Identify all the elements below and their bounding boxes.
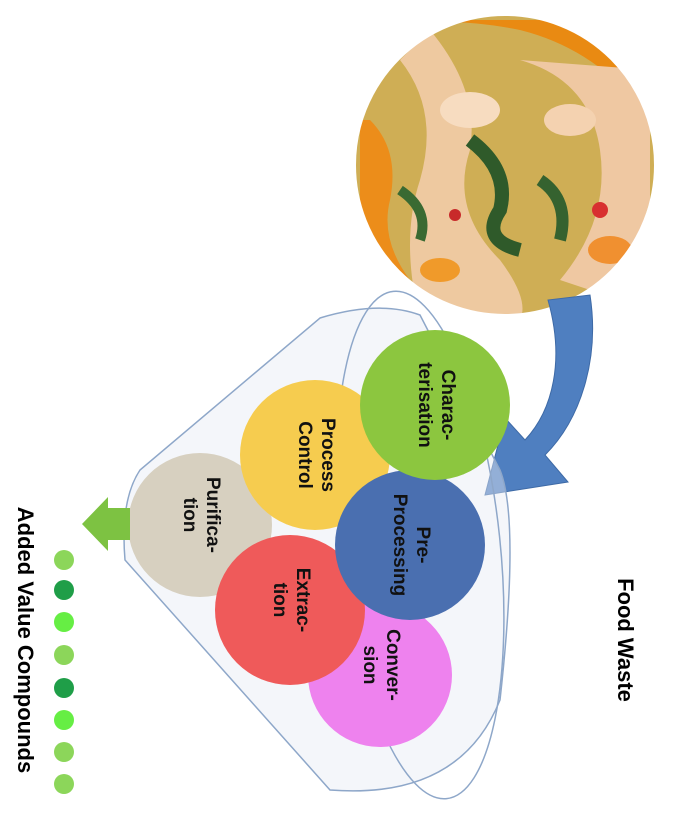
added-value-compounds-title: Added Value Compounds xyxy=(13,507,38,773)
label-process-control-2: Control xyxy=(294,421,315,489)
input-arrow-icon xyxy=(484,294,593,496)
step-circle-pre-processing xyxy=(335,470,485,620)
label-purification-2: tion xyxy=(179,498,200,533)
label-conversion-1: Conver- xyxy=(382,629,403,701)
label-pre-processing-1: Pre- xyxy=(412,527,433,564)
output-dot xyxy=(54,645,74,665)
label-extraction-1: Extrac- xyxy=(292,568,313,632)
output-dot xyxy=(54,678,74,698)
label-pre-processing-2: Processing xyxy=(389,494,410,596)
output-arrow-icon xyxy=(82,497,130,551)
step-circle-extraction xyxy=(215,535,365,685)
food-waste-photo xyxy=(354,14,656,316)
food-waste-title: Food Waste xyxy=(613,578,638,702)
label-purification-1: Purifica- xyxy=(202,477,223,553)
label-conversion-2: sion xyxy=(359,645,380,684)
output-dot xyxy=(54,774,74,794)
output-dot xyxy=(54,580,74,600)
output-dot xyxy=(54,742,74,762)
label-extraction-2: tion xyxy=(269,583,290,618)
output-compound-dots xyxy=(54,550,74,794)
output-dot xyxy=(54,550,74,570)
label-characterisation-1: Charac- xyxy=(437,370,458,441)
output-dot xyxy=(54,612,74,632)
label-process-control-1: Process xyxy=(317,418,338,492)
label-characterisation-2: terisation xyxy=(414,362,435,448)
step-circle-process-control xyxy=(240,380,390,530)
output-dot xyxy=(54,710,74,730)
step-circle-characterisation xyxy=(360,330,510,480)
